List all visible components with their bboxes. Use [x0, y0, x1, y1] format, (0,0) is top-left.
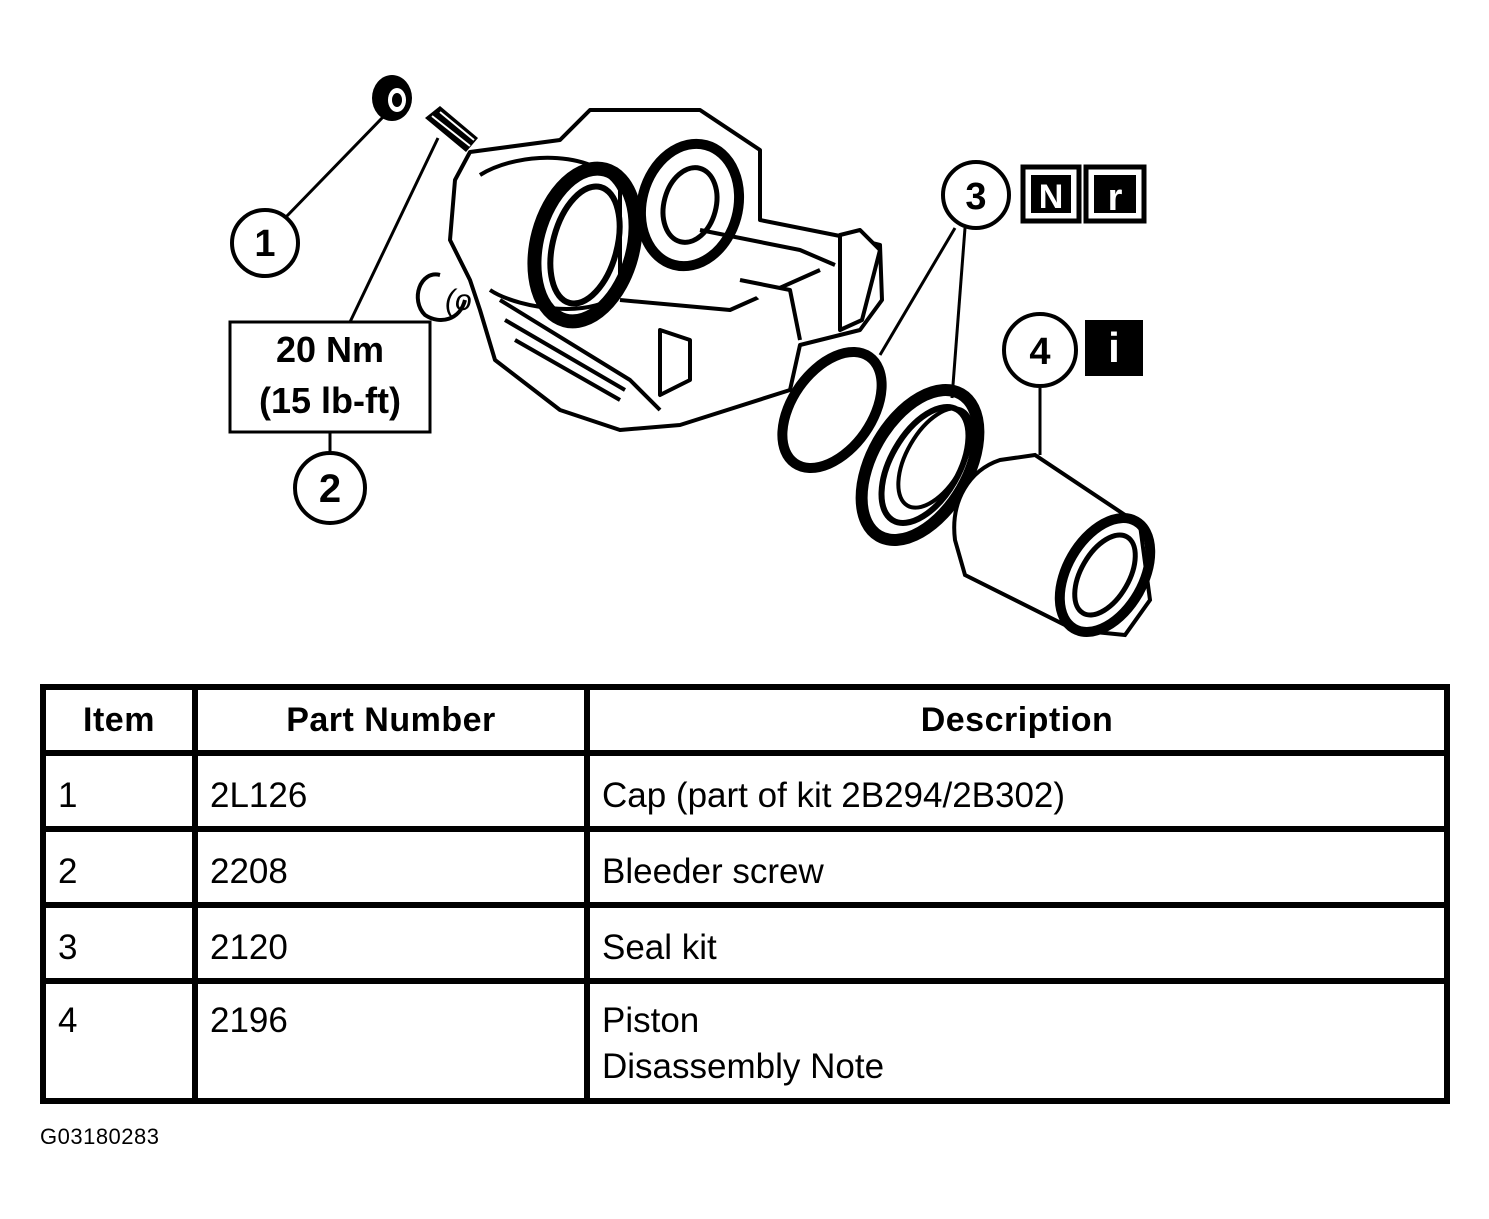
caliper-port [635, 138, 745, 272]
table-row: 2 2208 Bleeder screw [40, 826, 1450, 908]
caliper-mark: (o [445, 284, 472, 317]
header-item: Item [40, 684, 198, 756]
callout-3: 3 [941, 160, 1011, 230]
svg-text:20 Nm: 20 Nm [276, 329, 384, 370]
svg-text:3: 3 [965, 176, 986, 218]
header-description: Description [584, 684, 1450, 756]
parts-table: Item Part Number Description 1 2L126 Cap… [40, 684, 1450, 1104]
svg-text:4: 4 [1029, 331, 1050, 373]
svg-text:r: r [1108, 177, 1123, 219]
svg-text:i: i [1108, 324, 1120, 371]
description-line: Piston [602, 1001, 700, 1040]
svg-text:1: 1 [254, 223, 275, 265]
callout-1: 1 [230, 208, 300, 278]
callout-2: 2 [293, 451, 367, 525]
cell-description: Bleeder screw [584, 826, 1450, 908]
figure-id: G03180283 [40, 1124, 160, 1149]
new-part-icon: N [1020, 164, 1082, 224]
leader-lines [283, 113, 1042, 455]
caliper-exploded-diagram: (o 1 20 Nm (15 lb-ft) 2 3 [228, 75, 1156, 638]
dust-boot [855, 384, 985, 546]
cell-item: 4 [40, 978, 198, 1104]
cell-item: 3 [40, 902, 198, 984]
cell-description: Piston Disassembly Note [584, 978, 1450, 1104]
table-row: 3 2120 Seal kit [40, 902, 1450, 984]
cell-item: 2 [40, 826, 198, 908]
cell-part-number: 2196 [192, 978, 590, 1104]
cell-part-number: 2120 [192, 902, 590, 984]
torque-spec-box: 20 Nm (15 lb-ft) [228, 320, 432, 434]
disassembly-note-link[interactable]: Disassembly Note [602, 1047, 885, 1086]
cell-description: Seal kit [584, 902, 1450, 984]
table-row: 1 2L126 Cap (part of kit 2B294/2B302) [40, 750, 1450, 832]
cell-item: 1 [40, 750, 198, 832]
callout-4: 4 [1002, 312, 1078, 388]
svg-text:(15 lb-ft): (15 lb-ft) [259, 380, 401, 421]
seal-ring [777, 347, 887, 473]
caliper-bore [527, 161, 643, 329]
cap-part [372, 75, 412, 121]
table-header-row: Item Part Number Description [40, 684, 1450, 756]
cell-part-number: 2L126 [192, 750, 590, 832]
caliper-body [415, 108, 884, 432]
cell-description: Cap (part of kit 2B294/2B302) [584, 750, 1450, 832]
reference-icon: r [1083, 164, 1147, 224]
info-icon: i [1085, 320, 1143, 376]
header-part-number: Part Number [192, 684, 590, 756]
svg-text:N: N [1039, 178, 1064, 216]
piston-part [952, 452, 1156, 638]
cell-part-number: 2208 [192, 826, 590, 908]
svg-text:2: 2 [319, 467, 341, 511]
table-row: 4 2196 Piston Disassembly Note [40, 978, 1450, 1104]
bleeder-screw-part [425, 106, 478, 152]
